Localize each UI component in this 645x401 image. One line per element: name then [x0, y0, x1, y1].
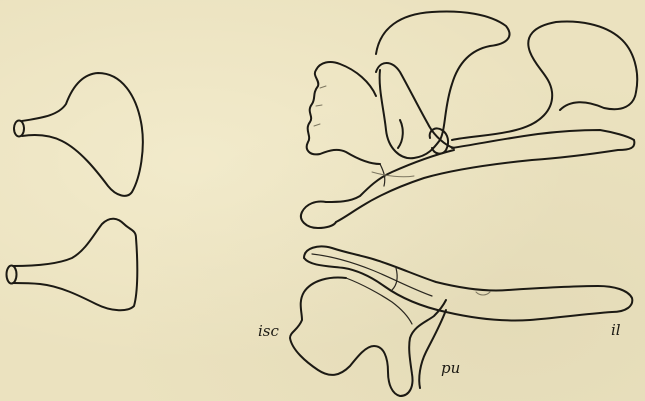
label-isc: isc [258, 322, 279, 340]
label-pu: pu [441, 359, 460, 377]
small-bone-upper [14, 73, 143, 196]
small-bone-lower [7, 219, 138, 311]
pelvis-lower-half [290, 246, 632, 396]
pelvis-upper-half [301, 12, 637, 228]
label-il: il [611, 321, 621, 339]
